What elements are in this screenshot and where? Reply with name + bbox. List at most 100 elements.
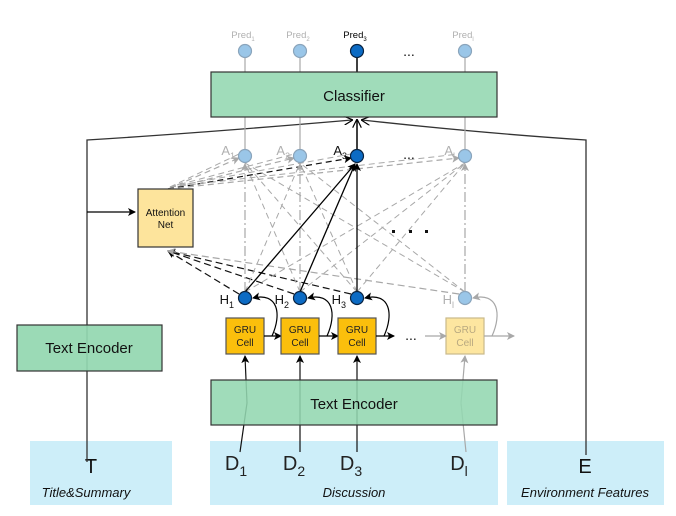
h-to-a-faded-line xyxy=(299,162,358,293)
dot xyxy=(392,230,395,233)
h-to-a3-line xyxy=(299,163,356,293)
gru-ellipsis: ... xyxy=(405,327,417,343)
gru-cell-box xyxy=(225,317,265,355)
pred-label-3-base: Pred xyxy=(343,30,363,41)
hidden-to-a3-connections xyxy=(244,163,361,293)
classifier-box xyxy=(210,71,498,118)
a-label-4-sub: l xyxy=(453,151,455,161)
classifier-label: Classifier xyxy=(323,88,385,105)
h-to-a-faded-line xyxy=(244,162,301,293)
pred-label-2-sub: 2 xyxy=(306,37,310,43)
a-label-2-base: A xyxy=(276,143,285,158)
h-to-attention-line xyxy=(167,248,352,295)
h-to-attention-line xyxy=(167,249,295,295)
pred-node-4 xyxy=(457,43,473,59)
a-label-1-base: A xyxy=(221,143,230,158)
title-summary-caption: Title&Summary xyxy=(42,485,132,500)
a-label-2-sub: 2 xyxy=(285,151,290,161)
input-title-summary: T Title&Summary xyxy=(30,441,172,505)
hidden-node-3 xyxy=(349,290,365,306)
text-encoder-left-label: Text Encoder xyxy=(45,340,133,357)
attention-to-a-line xyxy=(169,153,460,188)
attention-to-a-line xyxy=(167,155,352,190)
a-node-1 xyxy=(237,148,253,164)
hidden-label-3: H3 xyxy=(332,292,346,310)
attention-net-label-2: Net xyxy=(158,220,174,231)
discussion-token-2-sub: 2 xyxy=(297,463,305,479)
hidden-label-2-sub: 2 xyxy=(284,300,289,310)
discussion-caption: Discussion xyxy=(323,485,386,500)
pred-ellipsis: ... xyxy=(403,43,415,59)
discussion-token-4: Dl xyxy=(450,453,468,479)
hidden-label-4-sub: l xyxy=(452,300,454,310)
gru-recurrent-arrow xyxy=(364,292,390,337)
discussion-token-1-sub: 1 xyxy=(239,463,247,479)
gru-cell-label-2: Cell xyxy=(236,338,253,349)
attention-connections xyxy=(167,153,469,295)
hidden-node-2 xyxy=(292,290,308,306)
gru-cell-label-1: GRU xyxy=(454,325,476,336)
pred-node-3 xyxy=(349,43,365,59)
discussion-token-4-base: D xyxy=(450,453,464,475)
hidden-label-3-sub: 3 xyxy=(341,300,346,310)
text-encoder-left-box xyxy=(16,324,163,372)
discussion-token-1-base: D xyxy=(225,453,239,475)
discussion-token-3-sub: 3 xyxy=(354,463,362,479)
gru-cell-4: GRU Cell xyxy=(445,292,515,355)
input-box-discussion xyxy=(210,441,498,505)
hidden-node-1 xyxy=(237,290,253,306)
gru-cell-label-1: GRU xyxy=(346,325,368,336)
a-label-4: Al xyxy=(444,143,455,161)
h-to-attention-line xyxy=(167,250,240,295)
a-label-3-sub: 3 xyxy=(342,151,347,161)
a-label-1: A1 xyxy=(221,143,235,161)
title-summary-symbol: T xyxy=(85,456,97,478)
gru-cell-label-2: Cell xyxy=(348,338,365,349)
gru-recurrent-arrow xyxy=(307,292,333,337)
hidden-label-2-base: H xyxy=(275,292,284,307)
hidden-label-2: H2 xyxy=(275,292,289,310)
h-to-attention-line xyxy=(167,248,460,295)
attention-to-a-line xyxy=(167,157,240,190)
pred-label-4: Predl xyxy=(452,30,473,43)
pred-label-3: Pred3 xyxy=(343,30,367,43)
discussion-token-2: D2 xyxy=(283,453,305,479)
hidden-label-4-base: H xyxy=(443,292,452,307)
gru-recurrent-arrow xyxy=(472,292,498,337)
classifier: Classifier xyxy=(210,71,498,118)
a-label-1-sub: 1 xyxy=(230,151,235,161)
a-label-3-base: A xyxy=(333,143,342,158)
text-encoder-bottom-label: Text Encoder xyxy=(310,396,398,413)
h-to-a-faded-line xyxy=(244,162,466,293)
environment-caption: Environment Features xyxy=(521,485,649,500)
discussion-token-3-base: D xyxy=(340,453,354,475)
a-label-2: A2 xyxy=(276,143,290,161)
a-node-4 xyxy=(457,148,473,164)
attention-ellipsis: ... xyxy=(403,146,415,162)
dot xyxy=(425,230,428,233)
pred-label-1-sub: 1 xyxy=(251,37,255,43)
pred-label-2-base: Pred xyxy=(286,30,306,41)
hidden-label-3-base: H xyxy=(332,292,341,307)
gru-cell-label-2: Cell xyxy=(456,338,473,349)
dot xyxy=(409,230,412,233)
discussion-token-2-base: D xyxy=(283,453,297,475)
discussion-token-4-sub: l xyxy=(465,463,468,479)
gru-cell-box xyxy=(337,317,377,355)
input-environment: E Environment Features xyxy=(507,441,664,505)
attention-to-a-line xyxy=(169,153,295,188)
environment-symbol: E xyxy=(578,456,591,478)
a-label-4-base: A xyxy=(444,143,453,158)
pred-label-1: Pred1 xyxy=(231,30,255,43)
attention-dots xyxy=(392,230,428,233)
hidden-label-4: Hl xyxy=(443,292,454,310)
text-encoder-bottom: Text Encoder xyxy=(210,379,498,426)
discussion-token-1: D1 xyxy=(225,453,247,479)
pred-label-4-sub: l xyxy=(472,37,473,43)
